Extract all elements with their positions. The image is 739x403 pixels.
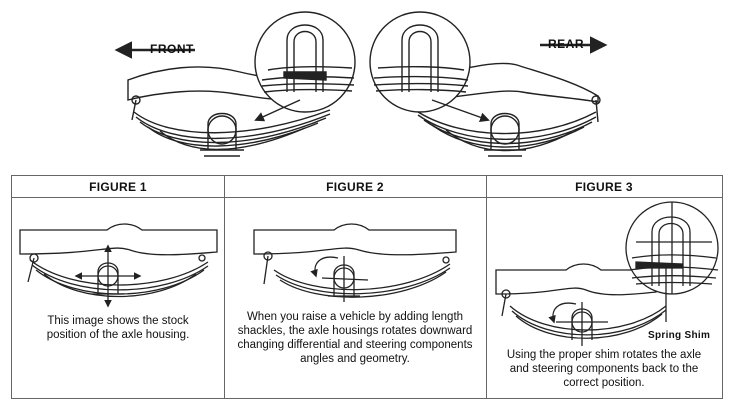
front-spring-assembly [127,66,331,157]
figure-3-diagram [495,201,719,346]
spring-shim-label: Spring Shim [648,330,711,341]
top-illustration [114,11,608,157]
figure-header-row [12,176,722,198]
figure-3-title: FIGURE 3 [575,180,633,194]
figure-3-zoom-bubble [625,201,719,322]
figure-2-caption: When you raise a vehicle by adding lengt… [237,311,473,365]
figure-1-caption: This image shows the stock position of t… [46,315,190,341]
figure-2-title: FIGURE 2 [326,180,384,194]
column-divider [486,176,487,398]
figure-3-cell: Spring Shim Using the proper shim rotate… [486,198,722,398]
rear-label: REAR [548,37,585,51]
figure-2-diagram [253,223,457,302]
figure-1-title: FIGURE 1 [89,180,147,194]
front-zoom-bubble [254,11,356,122]
front-label: FRONT [150,42,194,56]
rear-zoom-bubble [369,11,490,122]
figure-table: FIGURE 1 FIGURE 2 FIGURE 3 [11,175,723,399]
figure-1-cell: This image shows the stock position of t… [12,198,224,398]
figure-1-diagram [19,223,218,308]
figure-3-caption: Using the proper shim rotates the axle a… [506,349,702,389]
figure-2-cell: When you raise a vehicle by adding lengt… [224,198,486,398]
column-divider [224,176,225,398]
